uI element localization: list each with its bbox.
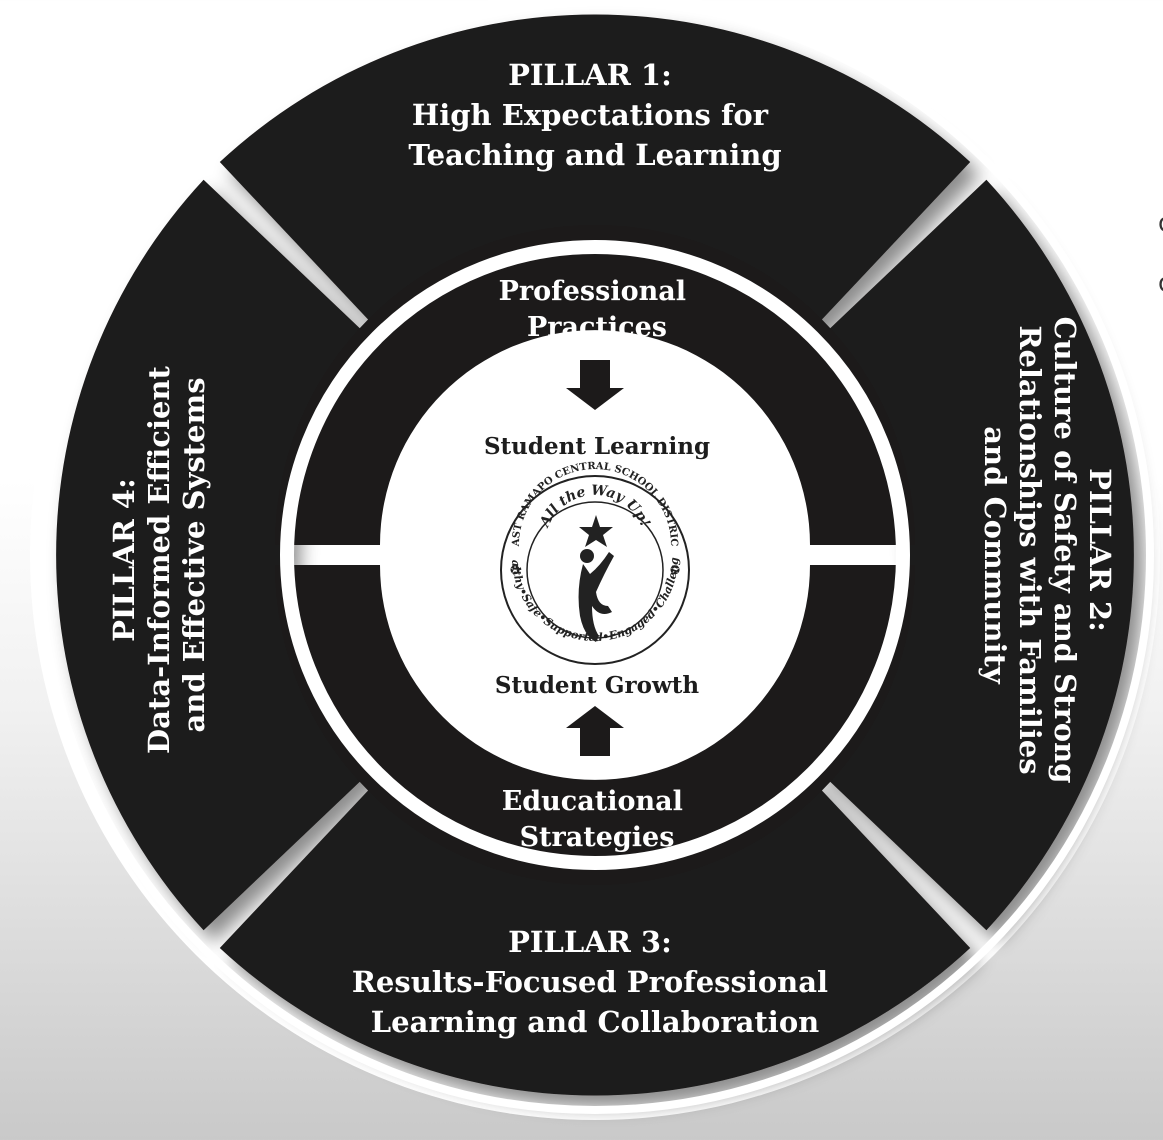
educational-line1: Educational bbox=[502, 786, 683, 817]
pillar-3-line2: Results-Focused Professional bbox=[352, 965, 828, 999]
pillar-1-segment bbox=[219, 14, 971, 337]
arrow-up-inner bbox=[566, 706, 624, 756]
pillar-4-line3: and Effective Systems bbox=[177, 377, 211, 732]
pillar-4-segment bbox=[56, 179, 377, 931]
educational-strategies-label: Educational Strategies bbox=[502, 786, 693, 853]
pillar-3-label: PILLAR 3: Results-Focused Professional L… bbox=[352, 925, 838, 1039]
pillar-2-title: PILLAR 2: bbox=[1083, 468, 1117, 632]
pillar-1-line3: Teaching and Learning bbox=[408, 138, 781, 172]
pillar-4-line2: Data-Informed Efficient bbox=[142, 365, 176, 754]
edge-text-2: d bbox=[1158, 268, 1163, 297]
pillar-1-label: PILLAR 1: High Expectations for Teaching… bbox=[408, 58, 781, 172]
pillar-3-line3: Learning and Collaboration bbox=[371, 1005, 820, 1039]
pillar-2-line4: and Community bbox=[978, 426, 1012, 685]
pillar-3-title: PILLAR 3: bbox=[508, 925, 672, 959]
pillar-4-title: PILLAR 4: bbox=[107, 478, 141, 642]
logo-right-star-icon: ✪ bbox=[670, 563, 680, 577]
pillar-4-label: PILLAR 4: Data-Informed Efficient and Ef… bbox=[107, 356, 211, 754]
professional-line2: Practices bbox=[527, 312, 667, 343]
professional-practices-label: Professional Practices bbox=[499, 276, 696, 343]
inner-top-half bbox=[275, 225, 915, 545]
logo-left-star-icon: ✪ bbox=[510, 563, 520, 577]
pillar-1-line2: High Expectations for bbox=[412, 98, 769, 132]
pillar-2-line3: Relationships with Families bbox=[1013, 325, 1047, 774]
inner-bottom-half bbox=[275, 565, 915, 885]
professional-line1: Professional bbox=[499, 276, 686, 307]
pillar-1-title: PILLAR 1: bbox=[508, 58, 672, 92]
arrow-down-inner bbox=[566, 360, 624, 410]
edge-text-1: d bbox=[1158, 208, 1163, 237]
student-growth-label: Student Growth bbox=[495, 672, 700, 699]
pillar-2-line2: Culture of Safety and Strong bbox=[1048, 316, 1082, 783]
pillar-2-segment bbox=[813, 179, 1134, 931]
student-learning-label: Student Learning bbox=[484, 433, 710, 460]
jumping-figure-icon bbox=[578, 549, 614, 642]
outer-border bbox=[36, 0, 1154, 1114]
ring-divider bbox=[280, 240, 910, 870]
pillar-2-label: PILLAR 2: Culture of Safety and Strong R… bbox=[978, 316, 1117, 793]
educational-line2: Strategies bbox=[520, 822, 675, 853]
star-icon bbox=[579, 515, 613, 547]
pillar-3-segment bbox=[219, 773, 971, 1096]
